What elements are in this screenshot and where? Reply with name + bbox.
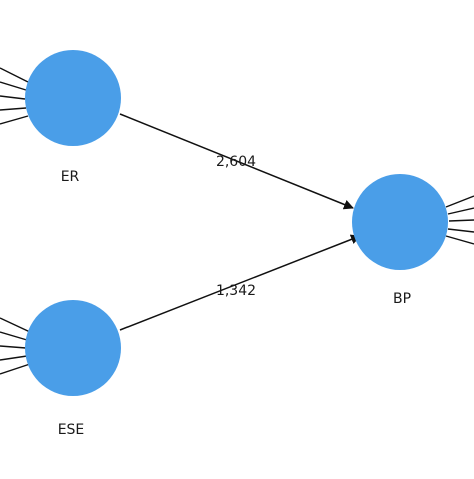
construct-node-bp	[352, 174, 448, 270]
ese-indicator-line	[0, 331, 28, 341]
construct-label-er: ER	[61, 169, 80, 185]
bp-indicator-line	[447, 228, 474, 233]
er-indicator-line	[0, 95, 26, 100]
er-indicator-lines	[0, 67, 29, 125]
path-value-ese-bp: 1,342	[216, 283, 256, 299]
er-indicator-line	[0, 81, 27, 91]
bp-indicator-line	[448, 219, 474, 222]
ese-indicator-line	[0, 355, 28, 361]
bp-indicator-line	[445, 235, 474, 245]
construct-node-ese	[25, 300, 121, 396]
path-value-er-bp: 2,604	[216, 154, 256, 170]
ese-indicator-line	[0, 363, 31, 375]
construct-label-bp: BP	[393, 291, 411, 307]
er-indicator-line	[0, 107, 27, 111]
er-indicator-line	[0, 67, 29, 83]
er-indicator-line	[0, 115, 29, 125]
bp-indicator-lines	[445, 195, 474, 245]
path-arrow-er-bp	[119, 113, 354, 210]
bp-indicator-line	[445, 195, 474, 208]
ese-indicator-lines	[0, 317, 31, 375]
ese-indicator-line	[0, 317, 31, 333]
bp-indicator-line	[447, 207, 474, 215]
construct-label-ese: ESE	[58, 422, 85, 438]
ese-indicator-line	[0, 345, 27, 349]
construct-node-er	[25, 50, 121, 146]
path-arrow-ese-bp	[119, 234, 361, 331]
